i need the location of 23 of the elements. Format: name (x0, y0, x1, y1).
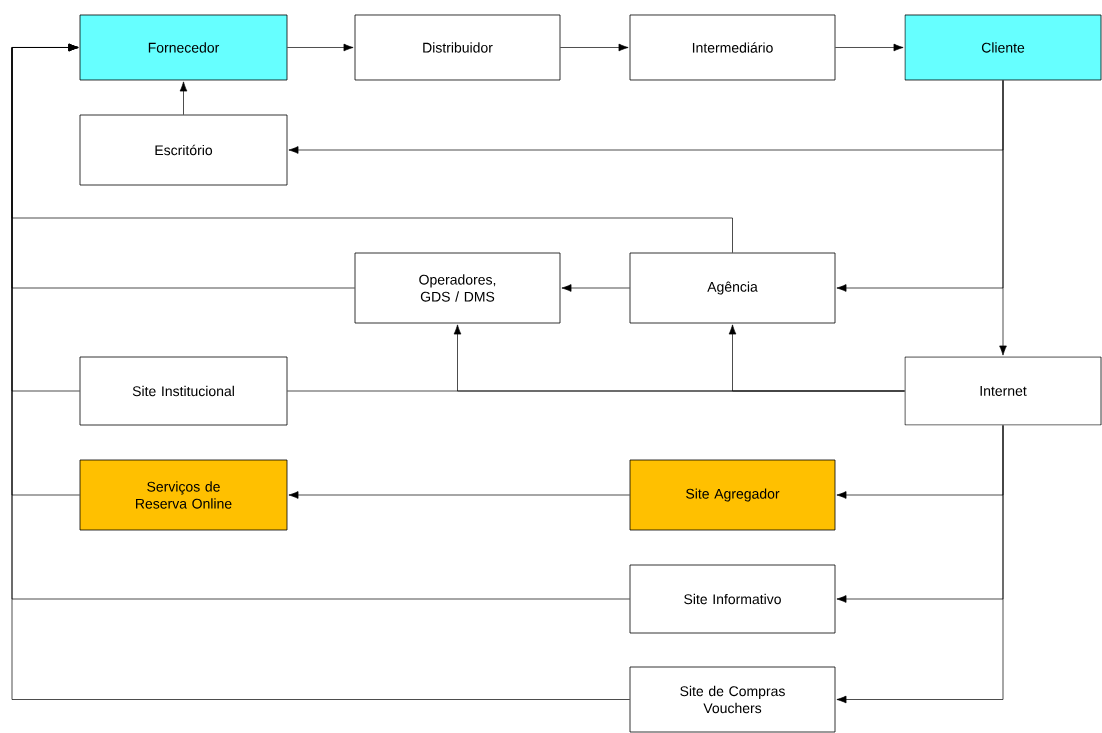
process-box: Cliente (904, 14, 1102, 81)
arrow (287, 43, 354, 52)
process-box: Fornecedor (79, 14, 288, 81)
arrow (728, 324, 905, 392)
process-box: Site Institucional (79, 356, 288, 426)
arrow (179, 81, 188, 115)
process-box: Operadores, GDS / DMS (354, 252, 561, 324)
arrow (835, 43, 904, 52)
arrow (11, 43, 630, 700)
process-box: Escritório (79, 114, 288, 186)
process-box: Intermediário (629, 14, 836, 81)
process-box: Agência (629, 252, 836, 324)
process-box: Serviços de Reserva Online (79, 459, 288, 531)
arrow (999, 80, 1007, 356)
process-box: Site de Compras Vouchers (629, 666, 836, 733)
arrow (561, 284, 630, 292)
arrow (288, 491, 630, 499)
process-box: Site Agregador (629, 459, 836, 531)
process-box: Internet (904, 356, 1102, 426)
process-box: Distribuidor (354, 14, 561, 81)
process-box: Site Informativo (629, 564, 836, 634)
arrow (836, 425, 1004, 704)
arrow (560, 43, 629, 52)
